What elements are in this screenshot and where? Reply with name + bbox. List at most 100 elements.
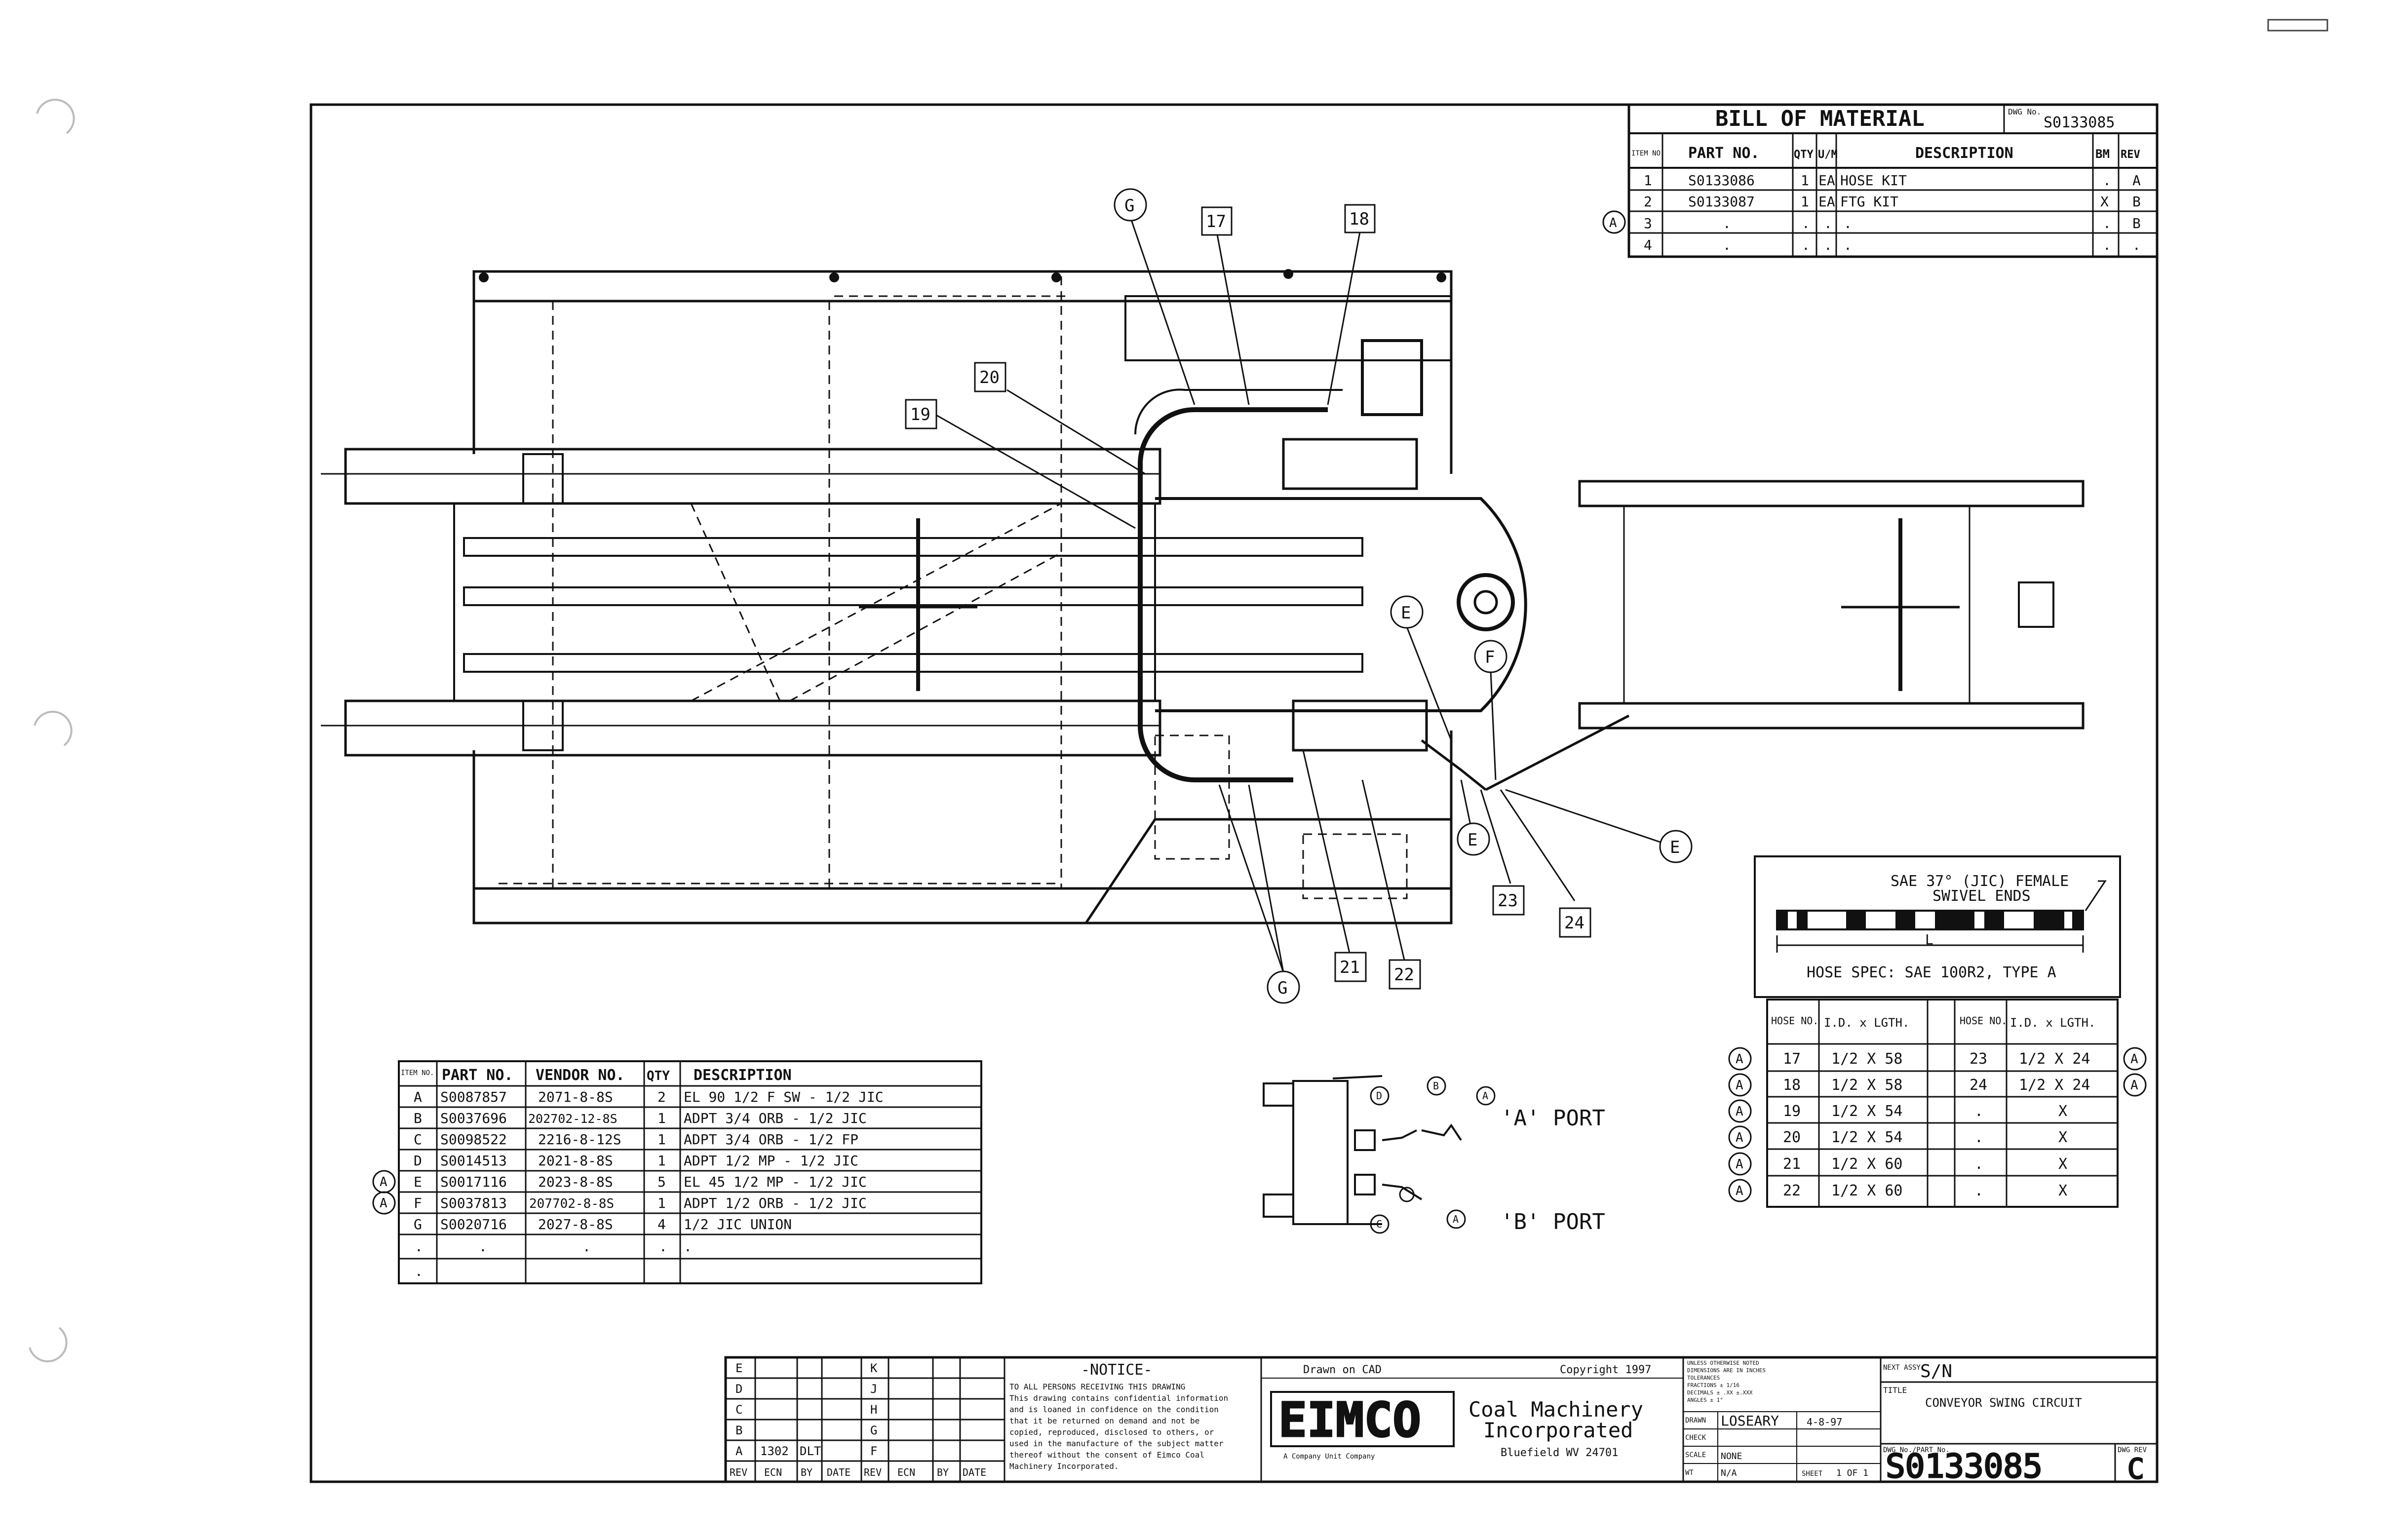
bom-row-2-um: EA <box>1818 193 1835 210</box>
fit-r5-qty: 5 <box>657 1174 666 1190</box>
scale-label: SCALE <box>1685 1451 1706 1459</box>
fit-r6-vendor: 207702-8-8S <box>529 1196 614 1211</box>
bom-row-3-bm: . <box>2103 215 2111 231</box>
callout-20: 20 <box>979 368 1000 387</box>
fit-r9-item: . <box>415 1263 423 1279</box>
bom-row-1-bm: . <box>2103 172 2111 189</box>
hose-r4-n2: . <box>1974 1129 1983 1146</box>
fit-h-desc: DESCRIPTION <box>694 1067 792 1084</box>
rev-value: C <box>2127 1453 2144 1485</box>
fit-r4-part: S0014513 <box>440 1153 507 1169</box>
notice-line-2: This drawing contains confidential infor… <box>1009 1393 1228 1403</box>
callout-e-2: E <box>1468 830 1477 850</box>
callout-e-3: E <box>1670 838 1680 857</box>
tol-line-1: UNLESS OTHERWISE NOTED <box>1687 1360 1759 1366</box>
fit-r8-qty: . <box>659 1238 667 1255</box>
date-value: 4-8-97 <box>1807 1416 1842 1428</box>
sheet-label: SHEET <box>1802 1470 1823 1478</box>
hose-r3-s1: 1/2 X 54 <box>1831 1103 1903 1120</box>
fit-r1-part: S0087857 <box>440 1089 507 1105</box>
hose-note-2: SWIVEL ENDS <box>1932 887 2031 905</box>
bom-title: BILL OF MATERIAL <box>1715 106 1925 131</box>
title-label: TITLE <box>1883 1386 1907 1395</box>
tol-line-3: TOLERANCES <box>1687 1375 1720 1381</box>
tol-line-2: DIMENSIONS ARE IN INCHES <box>1687 1367 1766 1374</box>
hose-length-label: L <box>1925 931 1933 948</box>
copyright: Copyright 1997 <box>1560 1364 1651 1376</box>
rev-letter-b: B <box>735 1424 742 1437</box>
rev-letter-e: E <box>735 1361 742 1375</box>
bom-rev-marker <box>1602 210 1626 234</box>
hose-r6-s2: X <box>2058 1182 2067 1199</box>
bom-ref-value: S0133085 <box>2044 114 2115 131</box>
hose-mark-4: A <box>1736 1130 1743 1145</box>
rev-letter-h: H <box>870 1403 877 1417</box>
hose-mark-r1: A <box>2130 1052 2138 1067</box>
fit-r7-qty: 4 <box>657 1216 666 1232</box>
fit-h-vendor: VENDOR NO. <box>536 1067 625 1084</box>
bom-row-1-item: 1 <box>1644 172 1652 189</box>
hose-r3-n2: . <box>1974 1103 1983 1120</box>
fit-r5-vendor: 2023-8-8S <box>538 1174 613 1190</box>
hose-mark-r2: A <box>2130 1078 2138 1093</box>
fittings-table: ITEM NO. PART NO. VENDOR NO. QTY DESCRIP… <box>372 1060 982 1284</box>
hose-h-no-1: HOSE NO. <box>1771 1015 1818 1027</box>
drawn-label: DRAWN <box>1685 1417 1706 1424</box>
hose-spec-line: HOSE SPEC: SAE 100R2, TYPE A <box>1807 964 2056 981</box>
port-detail <box>1263 1075 1496 1234</box>
fit-r8-item: . <box>415 1238 423 1255</box>
hose-h-no-2: HOSE NO. <box>1960 1015 2007 1027</box>
rev-h-date-2: DATE <box>963 1466 986 1478</box>
rev-h-rev-2: REV <box>864 1466 882 1478</box>
callout-f: F <box>1485 648 1495 667</box>
fit-r7-desc: 1/2 JIC UNION <box>684 1216 792 1232</box>
bom-rows: 1 S0133086 1 EA HOSE KIT . A 2 S0133087 … <box>1644 172 2141 253</box>
fit-r3-part: S0098522 <box>440 1131 507 1148</box>
bom-row-2-rev: B <box>2132 193 2141 210</box>
hose-r4-s2: X <box>2058 1129 2067 1146</box>
fit-r1-vendor: 2071-8-8S <box>538 1089 613 1105</box>
hose-r4-n1: 20 <box>1783 1129 1801 1146</box>
bom-row-2-part: S0133087 <box>1688 193 1755 210</box>
fit-r5-desc: EL 45 1/2 MP - 1/2 JIC <box>684 1174 867 1190</box>
scale-value: NONE <box>1721 1451 1742 1462</box>
callout-letters: G E F E E G <box>1114 188 1693 1004</box>
rev-a-ecn: 1302 <box>760 1444 789 1458</box>
hose-r1-n1: 17 <box>1783 1050 1801 1068</box>
hose-note-1: SAE 37° (JIC) FEMALE <box>1891 873 2069 890</box>
bom-row-1-um: EA <box>1818 172 1835 189</box>
hose-r4-s1: 1/2 X 54 <box>1831 1129 1903 1146</box>
fit-r3-qty: 1 <box>657 1131 666 1148</box>
callout-21: 21 <box>1340 958 1360 977</box>
hose-r3-n1: 19 <box>1783 1103 1801 1120</box>
punch-holes <box>29 99 75 1362</box>
hose-r1-n2: 23 <box>1970 1050 1987 1068</box>
hose-mark-5: A <box>1736 1157 1743 1172</box>
hose-mark-2: A <box>1736 1078 1743 1093</box>
hose-rev-marks <box>1728 1047 2147 1202</box>
port-mark-a1: A <box>1482 1090 1488 1102</box>
fit-r6-part: S0037813 <box>440 1195 507 1211</box>
bom-row-4-qty: . <box>1802 237 1810 253</box>
port-mark-a2: A <box>1453 1213 1459 1225</box>
bom-row-3-item: 3 <box>1644 215 1652 231</box>
fit-r4-item: D <box>414 1153 422 1169</box>
fit-r6-desc: ADPT 1/2 ORB - 1/2 JIC <box>684 1195 867 1211</box>
bom-rev-marker-text: A <box>1609 216 1617 231</box>
rev-h-by-2: BY <box>937 1466 949 1478</box>
fit-r2-qty: 1 <box>657 1110 666 1126</box>
tol-line-6: ANGLES ± 1° <box>1687 1397 1723 1403</box>
fit-r8-part: . <box>479 1238 487 1255</box>
eimco-logo-box <box>1270 1391 1455 1447</box>
bom-row-2-bm: X <box>2100 193 2109 210</box>
drawn-value: LOSEARY <box>1721 1413 1779 1429</box>
rev-letter-d: D <box>735 1382 742 1396</box>
bom-h-um: U/M <box>1818 149 1838 161</box>
rev-h-ecn-2: ECN <box>897 1466 915 1478</box>
hose-r1-s2: 1/2 X 24 <box>2019 1050 2090 1068</box>
fit-r5-item: E <box>414 1174 422 1190</box>
sheet-value: 1 OF 1 <box>1836 1468 1868 1478</box>
callout-e-1: E <box>1401 603 1411 623</box>
bom-row-3-part: . <box>1723 215 1731 231</box>
hose-mark-6: A <box>1736 1184 1743 1198</box>
